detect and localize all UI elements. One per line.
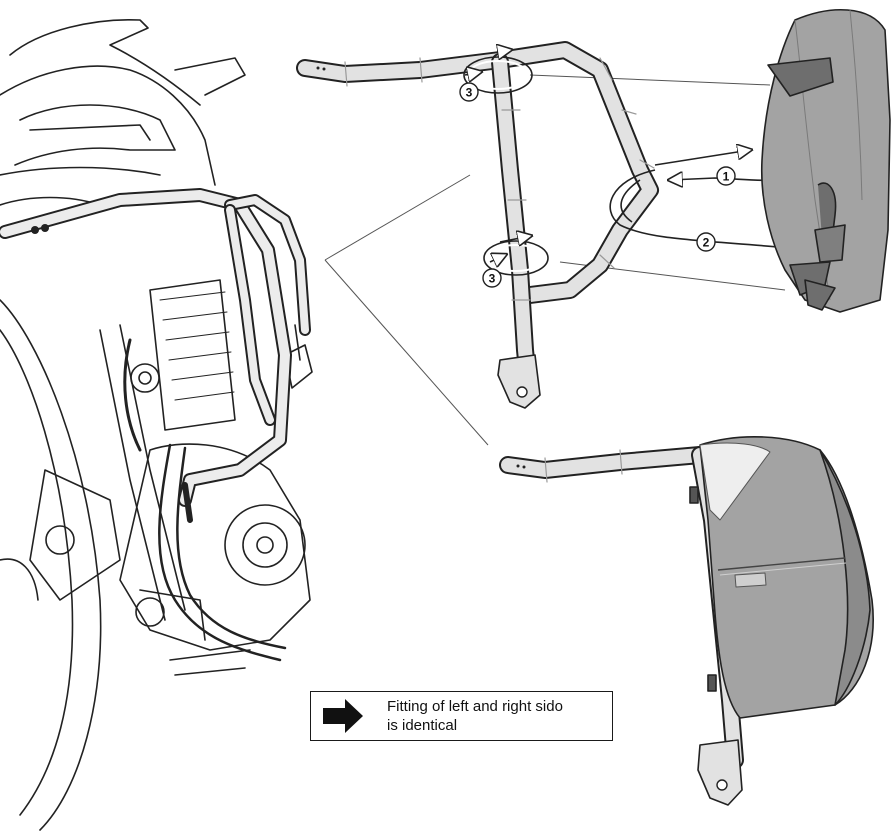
note-line-1: Fitting of left and right sido	[387, 698, 563, 715]
step-3-lower-label: 3	[489, 272, 496, 286]
crash-bar-on-bike	[0, 188, 311, 523]
fitting-note-text: Fitting of left and right sido is identi…	[373, 697, 612, 735]
note-line-2: is identical	[387, 717, 458, 734]
bag-bottom	[689, 435, 874, 719]
step-3-upper-label: 3	[466, 86, 473, 100]
step-marker-2: 2	[696, 232, 716, 252]
crash-bar-detail-top	[296, 41, 659, 409]
strap-loop-upper	[463, 50, 533, 94]
motorcycle-illustration	[0, 18, 313, 831]
step-2-label: 2	[703, 236, 710, 250]
step-markers: 1 2 3 3	[459, 82, 736, 288]
strap-loop-lower	[483, 236, 549, 276]
fitting-note-box: Fitting of left and right sido is identi…	[310, 691, 613, 741]
callout-lines	[324, 74, 786, 446]
step-marker-1: 1	[716, 166, 736, 186]
step-1-label: 1	[723, 170, 730, 184]
step-marker-3-lower: 3	[482, 268, 502, 288]
bag-top	[760, 8, 891, 313]
step-marker-3-upper: 3	[459, 82, 479, 102]
right-arrow-icon	[323, 699, 363, 733]
